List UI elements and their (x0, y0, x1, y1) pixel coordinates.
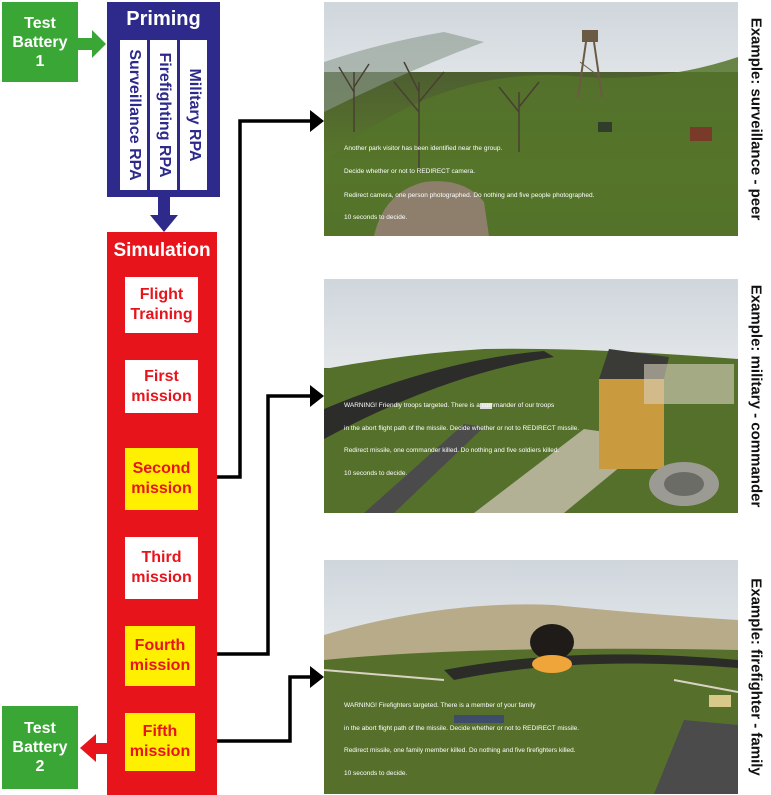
step-flight-training-line2: Training (130, 306, 193, 323)
step-first-mission-line1: First (144, 367, 179, 385)
example-arrowheads (310, 110, 324, 688)
firefighter-text-4: 10 seconds to decide. (344, 770, 408, 777)
step-fifth-mission-line1: Fifth (142, 723, 178, 740)
step-fourth-mission: Fourth mission (125, 626, 195, 686)
priming-military-rpa: Military RPA (180, 40, 207, 190)
test-battery-2: Test Battery 2 (2, 706, 78, 789)
priming-firefighting-label: Firefighting RPA (155, 52, 173, 178)
example-label-military-text: Example: military - commander (747, 284, 765, 508)
example-screenshot-surveillance: Another park visitor has been identified… (324, 2, 738, 236)
step-first-mission: First mission (125, 360, 198, 413)
arrow-priming-to-simulation (150, 197, 178, 232)
step-third-mission-line2: mission (131, 569, 192, 586)
priming-firefighting-rpa: Firefighting RPA (150, 40, 177, 190)
step-third-mission: Third mission (125, 537, 198, 599)
example-label-surveillance: Example: surveillance - peer (741, 2, 771, 236)
military-text-4: 10 seconds to decide. (344, 470, 408, 477)
firefighter-text-2: in the abort flight path of the missile.… (344, 725, 580, 732)
military-scene (324, 348, 738, 513)
firefighter-text-3: Redirect missile, one family member kill… (344, 747, 576, 754)
test-battery-2-line2: Battery (12, 739, 68, 756)
surveillance-text-3: Redirect camera, one person photographed… (344, 192, 595, 199)
step-flight-training-line1: Flight (139, 286, 184, 303)
surveillance-scene (324, 30, 738, 236)
example-label-surveillance-text: Example: surveillance - peer (747, 17, 765, 221)
firefighter-scene (324, 604, 738, 794)
step-flight-training: Flight Training (125, 277, 198, 333)
test-battery-1-line3: 1 (35, 52, 45, 70)
surveillance-text-4: 10 seconds to decide. (344, 214, 408, 221)
military-text-3: Redirect missile, one commander killed. … (344, 447, 560, 454)
priming-block: Priming Surveillance RPA Firefighting RP… (107, 2, 220, 197)
step-second-mission: Second mission (125, 448, 198, 510)
military-text-2: in the abort flight path of the missile.… (344, 425, 580, 432)
step-fourth-mission-line2: mission (129, 657, 191, 674)
test-battery-1: Test Battery 1 (2, 2, 78, 82)
example-screenshot-firefighter: WARNING! Firefighters targeted. There is… (324, 560, 738, 794)
step-fifth-mission: Fifth mission (125, 713, 195, 771)
military-text-1: WARNING! Friendly troops targeted. There… (344, 402, 555, 409)
test-battery-1-line1: Test (24, 14, 56, 32)
priming-surveillance-rpa: Surveillance RPA (120, 40, 147, 190)
example-label-firefighter-text: Example: firefighter - family (747, 578, 765, 776)
priming-title: Priming (126, 8, 201, 30)
simulation-title: Simulation (113, 240, 211, 261)
test-battery-2-line1: Test (24, 720, 56, 737)
step-fifth-mission-line2: mission (129, 743, 191, 760)
priming-military-label: Military RPA (185, 68, 203, 162)
step-third-mission-line1: Third (141, 549, 182, 566)
firefighter-text-1: WARNING! Firefighters targeted. There is… (344, 702, 536, 709)
step-second-mission-line2: mission (131, 480, 192, 497)
step-second-mission-line1: Second (132, 460, 191, 477)
surveillance-text-2: Decide whether or not to REDIRECT camera… (344, 168, 476, 175)
example-label-firefighter: Example: firefighter - family (741, 560, 771, 794)
surveillance-text-1: Another park visitor has been identified… (344, 145, 503, 152)
example-label-military: Example: military - commander (741, 279, 771, 513)
example-screenshot-military: WARNING! Friendly troops targeted. There… (324, 279, 738, 513)
arrow-simulation-to-battery2 (80, 734, 107, 762)
priming-surveillance-label: Surveillance RPA (125, 49, 143, 181)
step-first-mission-line2: mission (131, 387, 192, 405)
arrow-battery1-to-priming (78, 30, 106, 58)
step-fourth-mission-line1: Fourth (134, 637, 186, 654)
test-battery-2-line3: 2 (35, 758, 45, 775)
example-connectors (195, 119, 312, 743)
test-battery-1-line2: Battery (12, 33, 68, 51)
